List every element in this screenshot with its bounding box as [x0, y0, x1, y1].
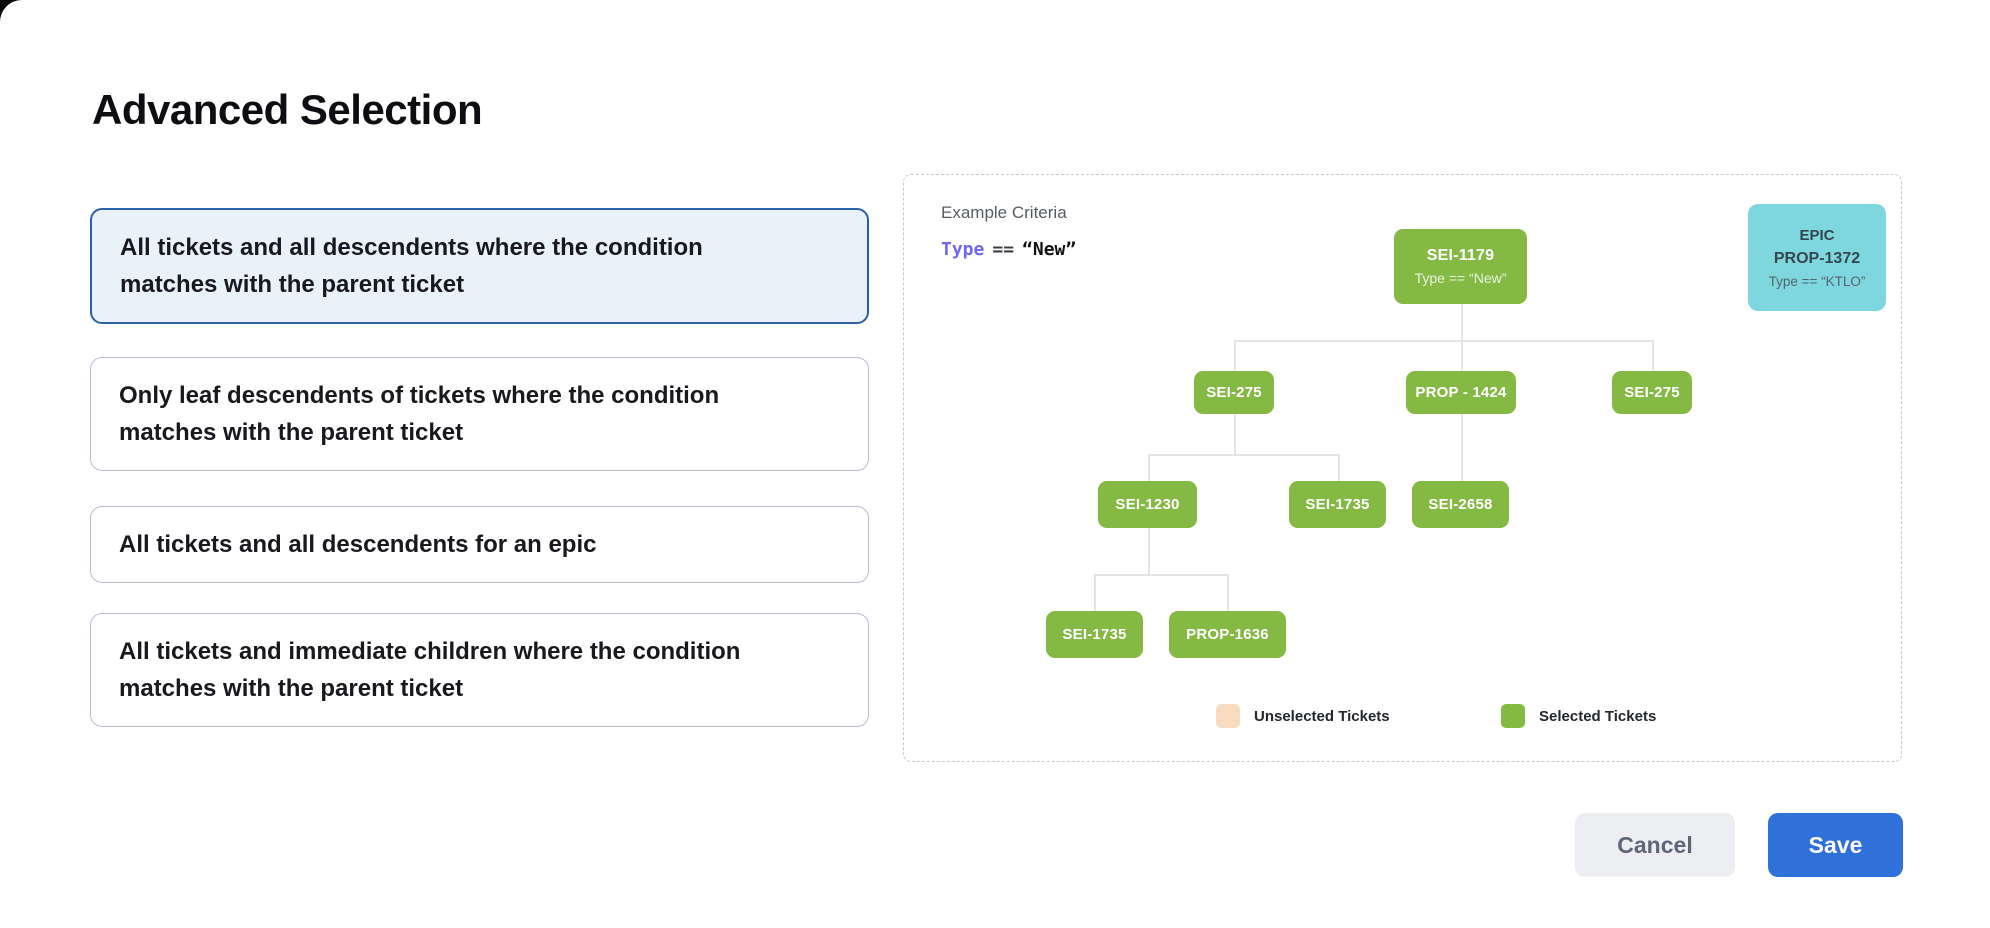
- epic-card: EPIC PROP-1372 Type == “KTLO”: [1748, 204, 1886, 311]
- tree-node-sei-1179: SEI-1179 Type == “New”: [1394, 229, 1527, 304]
- legend-unselected-label: Unselected Tickets: [1254, 708, 1390, 725]
- tree-node-sei-1230: SEI-1230: [1098, 481, 1197, 528]
- epic-condition: Type == “KTLO”: [1768, 273, 1866, 289]
- tree-node-sei-1735-leaf: SEI-1735: [1046, 611, 1143, 658]
- tree-connector: [1094, 574, 1096, 611]
- example-panel: Example Criteria Type == “New” EPIC PROP-1…: [903, 174, 1902, 762]
- example-criteria-heading: Example Criteria: [941, 203, 1067, 222]
- tree-connector: [1148, 454, 1338, 456]
- cancel-button[interactable]: Cancel: [1575, 813, 1735, 877]
- tree-node-id: SEI-1735: [1062, 626, 1127, 643]
- tree-connector: [1148, 454, 1150, 481]
- tree-connector: [1148, 528, 1150, 574]
- tree-connector: [1227, 574, 1229, 611]
- tree-connector: [1234, 340, 1652, 342]
- tree-connector: [1461, 340, 1463, 371]
- option-label: All tickets and immediate children where…: [119, 638, 741, 702]
- legend-selected-label: Selected Tickets: [1539, 708, 1657, 725]
- tree-node-condition: Type == “New”: [1414, 270, 1507, 286]
- tree-connector: [1234, 340, 1236, 371]
- option-leaf-descendents-condition[interactable]: Only leaf descendents of tickets where t…: [90, 357, 869, 471]
- epic-id: PROP-1372: [1773, 249, 1861, 267]
- tree-connector: [1652, 340, 1654, 371]
- criteria-expression: Type == “New”: [941, 239, 1076, 260]
- tree-node-id: SEI-1735: [1305, 496, 1370, 513]
- tree-node-id: SEI-275: [1624, 384, 1680, 401]
- tree-node-id: SEI-2658: [1428, 496, 1493, 513]
- tree-node-sei-275-right: SEI-275: [1612, 371, 1692, 414]
- tree-node-prop-1424: PROP - 1424: [1406, 371, 1516, 414]
- tree-node-id: SEI-1230: [1115, 496, 1180, 513]
- legend-selected-swatch: [1501, 704, 1525, 728]
- tree-node-sei-1735: SEI-1735: [1289, 481, 1386, 528]
- criteria-value: “New”: [1022, 239, 1077, 260]
- tree-connector: [1461, 304, 1463, 340]
- epic-type-label: EPIC: [1799, 226, 1835, 244]
- criteria-field: Type: [941, 239, 985, 260]
- option-all-descendents-epic[interactable]: All tickets and all descendents for an e…: [90, 506, 869, 583]
- tree-connector: [1461, 414, 1463, 481]
- tree-node-id: SEI-1179: [1426, 247, 1495, 264]
- save-button[interactable]: Save: [1768, 813, 1903, 877]
- option-label: Only leaf descendents of tickets where t…: [119, 382, 720, 446]
- tree-node-id: PROP - 1424: [1415, 384, 1507, 401]
- tree-connector: [1338, 454, 1340, 481]
- tree-node-id: PROP-1636: [1186, 626, 1269, 643]
- tree-node-sei-2658: SEI-2658: [1412, 481, 1509, 528]
- page-title: Advanced Selection: [92, 86, 483, 134]
- option-label: All tickets and all descendents for an e…: [119, 531, 597, 558]
- tree-node-prop-1636: PROP-1636: [1169, 611, 1286, 658]
- option-label: All tickets and all descendents where th…: [120, 234, 703, 298]
- legend-unselected-swatch: [1216, 704, 1240, 728]
- option-immediate-children-condition[interactable]: All tickets and immediate children where…: [90, 613, 869, 727]
- criteria-operator: ==: [992, 239, 1015, 260]
- tree-node-id: SEI-275: [1206, 384, 1262, 401]
- option-all-descendents-condition[interactable]: All tickets and all descendents where th…: [90, 208, 869, 324]
- tree-connector: [1234, 414, 1236, 454]
- tree-connector: [1094, 574, 1227, 576]
- tree-node-sei-275-left: SEI-275: [1194, 371, 1274, 414]
